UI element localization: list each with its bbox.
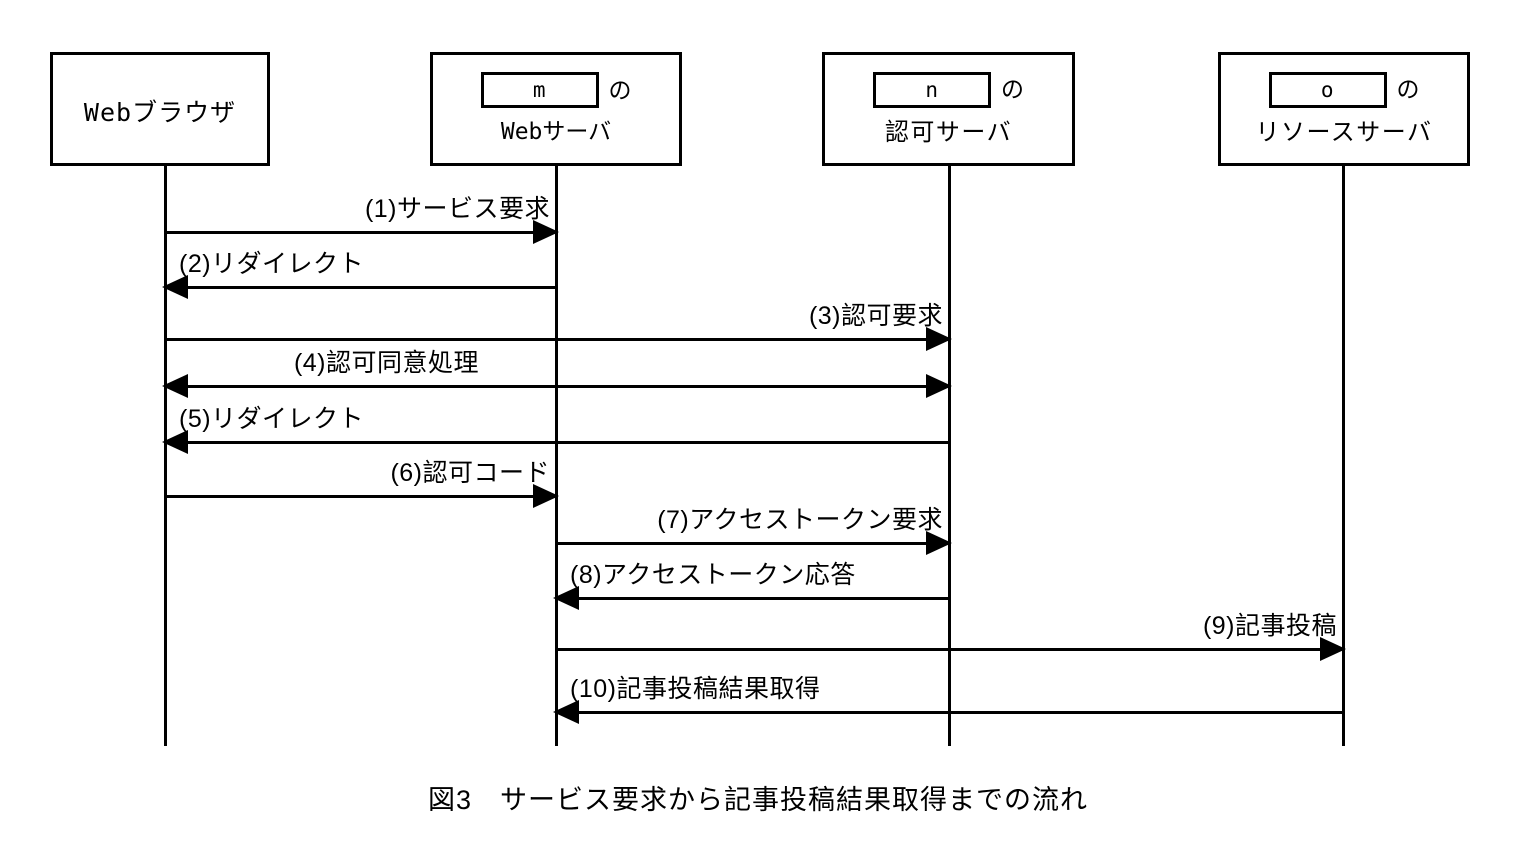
answer-blank-field-web-server: m: [480, 72, 599, 108]
message-label-8: (8)アクセストークン応答: [570, 560, 856, 589]
message-label-1: (1)サービス要求: [364, 194, 550, 223]
participant-box-web-browser: Webブラウザ: [50, 52, 270, 166]
answer-blank-field-resource-server: o: [1268, 71, 1387, 108]
arrowhead-left-icon-10: [553, 700, 579, 724]
message-line-6: [165, 495, 556, 498]
message-line-1: [165, 231, 556, 234]
message-label-3: (3)認可要求: [808, 301, 943, 330]
blank-suffix-authorization-server: の: [1001, 76, 1024, 102]
message-line-8: [556, 597, 949, 600]
participant-label-web-browser: Webブラウザ: [83, 98, 237, 127]
message-label-5: (5)リダイレクト: [179, 404, 365, 433]
arrowhead-right-icon-4: [926, 374, 952, 398]
message-label-10: (10)記事投稿結果取得: [570, 674, 821, 703]
figure-caption: 図3 サービス要求から記事投稿結果取得までの流れ: [427, 785, 1088, 815]
message-line-9: [556, 648, 1343, 651]
lifeline-web-server: [555, 166, 558, 746]
arrowhead-right-icon-9: [1320, 637, 1346, 661]
participant-label-web-server: Webサーバ: [500, 119, 612, 145]
arrowhead-right-icon-3: [926, 327, 952, 351]
message-label-6: (6)認可コード: [390, 458, 550, 487]
arrowhead-right-icon-1: [533, 220, 559, 244]
participant-label-resource-server: リソースサーバ: [1255, 118, 1433, 146]
message-line-4: [165, 385, 949, 388]
message-line-5: [165, 441, 949, 444]
lifeline-web-browser: [164, 166, 167, 746]
message-label-7: (7)アクセストークン要求: [657, 505, 943, 534]
arrowhead-right-icon-7: [926, 531, 952, 555]
blank-suffix-web-server: の: [608, 76, 632, 103]
blank-suffix-resource-server: の: [1396, 76, 1420, 102]
arrowhead-left-icon-8: [553, 586, 579, 610]
arrowhead-left-icon-5: [162, 430, 188, 454]
lifeline-authorization-server: [948, 166, 951, 746]
message-line-10: [556, 711, 1343, 714]
arrowhead-left-icon-4: [162, 374, 188, 398]
message-line-2: [165, 286, 556, 289]
participant-label-authorization-server: 認可サーバ: [884, 118, 1013, 146]
message-line-7: [556, 542, 949, 545]
message-label-2: (2)リダイレクト: [179, 249, 365, 278]
answer-blank-field-authorization-server: n: [873, 71, 991, 108]
arrowhead-right-icon-6: [533, 484, 559, 508]
message-label-9: (9)記事投稿: [1202, 611, 1337, 640]
message-line-3: [165, 338, 949, 341]
message-label-4: (4)認可同意処理: [293, 348, 479, 377]
arrowhead-left-icon-2: [162, 275, 188, 299]
lifeline-resource-server: [1342, 166, 1345, 746]
